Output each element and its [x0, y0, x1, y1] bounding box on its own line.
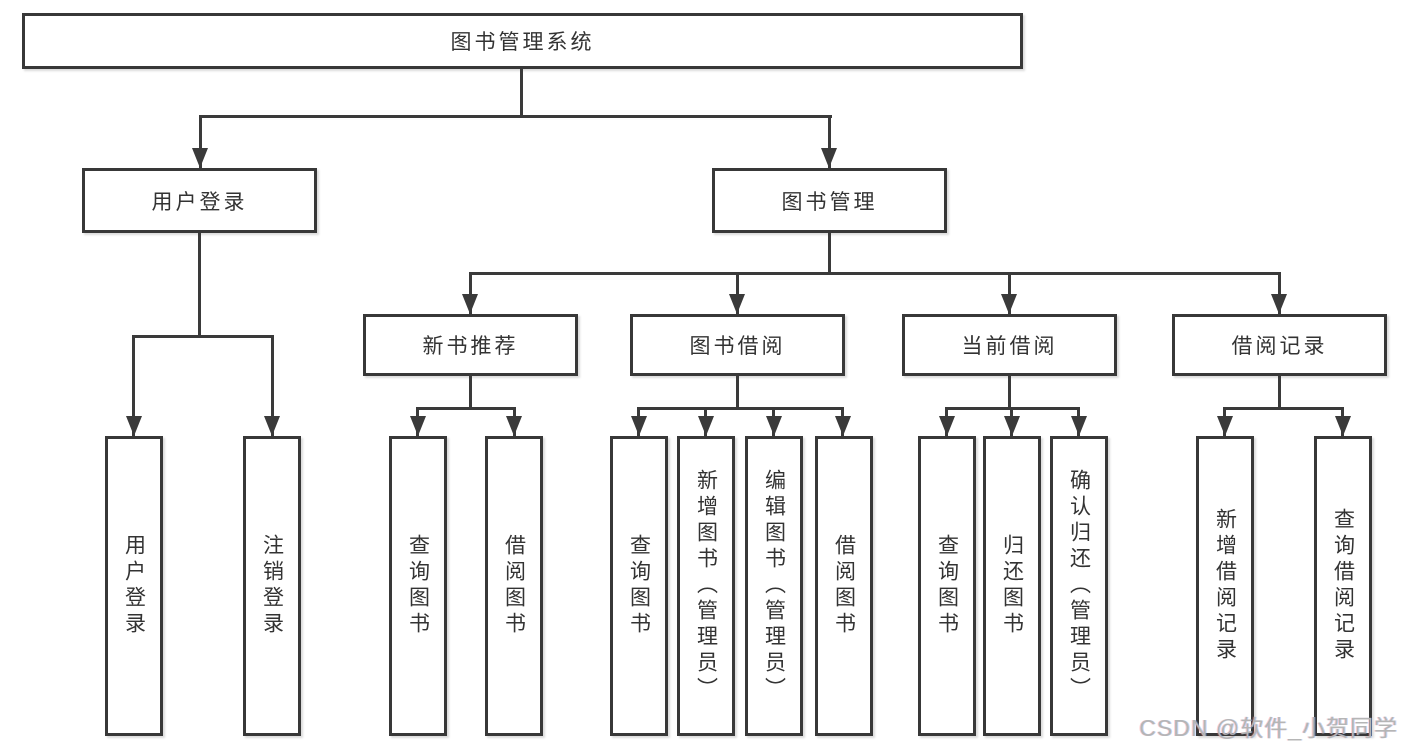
node-leaf-logout: 注销登录 — [243, 436, 301, 736]
connector-to-user-login — [199, 115, 202, 168]
node-leaf-query-books-recommend-label: 查询图书 — [406, 534, 430, 638]
arrow-down-icon — [1001, 294, 1017, 314]
connector-root-stem — [520, 69, 523, 118]
node-leaf-query-books-borrow: 查询图书 — [610, 436, 668, 736]
node-book-borrow: 图书借阅 — [630, 314, 845, 376]
node-leaf-add-borrow-record: 新增借阅记录 — [1196, 436, 1254, 736]
node-leaf-return-books: 归还图书 — [983, 436, 1041, 736]
node-leaf-query-borrow-record-label: 查询借阅记录 — [1331, 508, 1355, 664]
node-leaf-confirm-return-admin: 确认归还（管理员） — [1050, 436, 1108, 736]
connector-to-book-management — [828, 115, 831, 168]
node-leaf-query-books-recommend: 查询图书 — [389, 436, 447, 736]
arrow-down-icon — [835, 416, 851, 436]
connector-borrow-records-branch — [1223, 407, 1344, 410]
arrow-down-icon — [126, 416, 142, 436]
node-leaf-borrow-books-recommend-label: 借阅图书 — [502, 534, 526, 638]
node-leaf-edit-books-admin: 编辑图书（管理员） — [745, 436, 803, 736]
node-borrow-records-label: 借阅记录 — [1231, 335, 1328, 358]
node-book-borrow-label: 图书借阅 — [689, 335, 786, 358]
connector-book-borrow-branch — [637, 407, 844, 410]
arrow-down-icon — [1004, 416, 1020, 436]
connector-to-book-borrow — [736, 272, 739, 314]
node-leaf-query-borrow-record: 查询借阅记录 — [1314, 436, 1372, 736]
node-leaf-add-books-admin: 新增图书（管理员） — [677, 436, 735, 736]
arrow-down-icon — [766, 416, 782, 436]
arrow-down-icon — [264, 416, 280, 436]
node-book-management-label: 图书管理 — [781, 190, 878, 214]
node-leaf-logout-label: 注销登录 — [260, 534, 284, 638]
connector-root-branch — [199, 115, 832, 118]
connector-user-login-stem — [198, 233, 201, 338]
arrow-down-icon — [631, 416, 647, 436]
node-leaf-borrow-books-recommend: 借阅图书 — [485, 436, 543, 736]
node-leaf-user-login-label: 用户登录 — [122, 534, 146, 638]
node-leaaf-borrow-books-label: 借阅图书 — [832, 534, 856, 638]
node-leaf-edit-books-admin-label: 编辑图书（管理员） — [762, 469, 786, 703]
node-leaf-query-books-current: 查询图书 — [918, 436, 976, 736]
node-leaf-query-books-borrow-label: 查询图书 — [627, 534, 651, 638]
node-library-system-label: 图书管理系统 — [450, 31, 595, 54]
connector-to-new-book-recommend — [469, 272, 472, 314]
node-leaf-add-borrow-record-label: 新增借阅记录 — [1213, 508, 1237, 664]
node-leaf-user-login: 用户登录 — [105, 436, 163, 736]
csdn-watermark: CSDN @软件_小贺同学 — [1139, 715, 1398, 741]
connector-new-book-stem — [469, 376, 472, 410]
arrow-down-icon — [1217, 416, 1233, 436]
arrow-down-icon — [939, 416, 955, 436]
arrow-down-icon — [729, 294, 745, 314]
node-leaf-return-books-label: 归还图书 — [1000, 534, 1024, 638]
arrow-down-icon — [1071, 416, 1087, 436]
node-book-management: 图书管理 — [712, 168, 947, 233]
node-leaf-confirm-return-admin-label: 确认归还（管理员） — [1067, 469, 1091, 703]
connector-book-borrow-stem — [736, 376, 739, 410]
connector-user-login-branch — [132, 335, 274, 338]
connector-borrow-records-stem — [1278, 376, 1281, 410]
arrow-down-icon — [1335, 416, 1351, 436]
node-leaf-query-books-current-label: 查询图书 — [935, 534, 959, 638]
node-borrow-records: 借阅记录 — [1172, 314, 1387, 376]
connector-new-book-branch — [416, 407, 516, 410]
node-leaf-add-books-admin-label: 新增图书（管理员） — [694, 469, 718, 703]
arrow-down-icon — [698, 416, 714, 436]
arrow-down-icon — [821, 148, 837, 168]
arrow-down-icon — [192, 148, 208, 168]
connector-to-leaf-user-login — [132, 335, 135, 436]
node-user-login: 用户登录 — [82, 168, 317, 233]
arrow-down-icon — [410, 416, 426, 436]
connector-to-borrow-records — [1278, 272, 1281, 314]
connector-to-leaf-logout — [271, 335, 274, 436]
arrow-down-icon — [1271, 294, 1287, 314]
node-current-borrow-label: 当前借阅 — [961, 335, 1058, 358]
node-new-book-recommend-label: 新书推荐 — [422, 335, 519, 358]
node-leaf-borrow-books: 借阅图书 — [815, 436, 873, 736]
node-new-book-recommend: 新书推荐 — [363, 314, 578, 376]
connector-current-borrow-stem — [1008, 376, 1011, 410]
connector-book-management-branch — [469, 272, 1281, 275]
node-user-login-label: 用户登录 — [151, 190, 248, 214]
arrow-down-icon — [506, 416, 522, 436]
connector-book-management-stem — [828, 233, 831, 275]
connector-to-current-borrow — [1008, 272, 1011, 314]
node-library-system: 图书管理系统 — [22, 13, 1023, 69]
node-current-borrow: 当前借阅 — [902, 314, 1117, 376]
arrow-down-icon — [462, 294, 478, 314]
